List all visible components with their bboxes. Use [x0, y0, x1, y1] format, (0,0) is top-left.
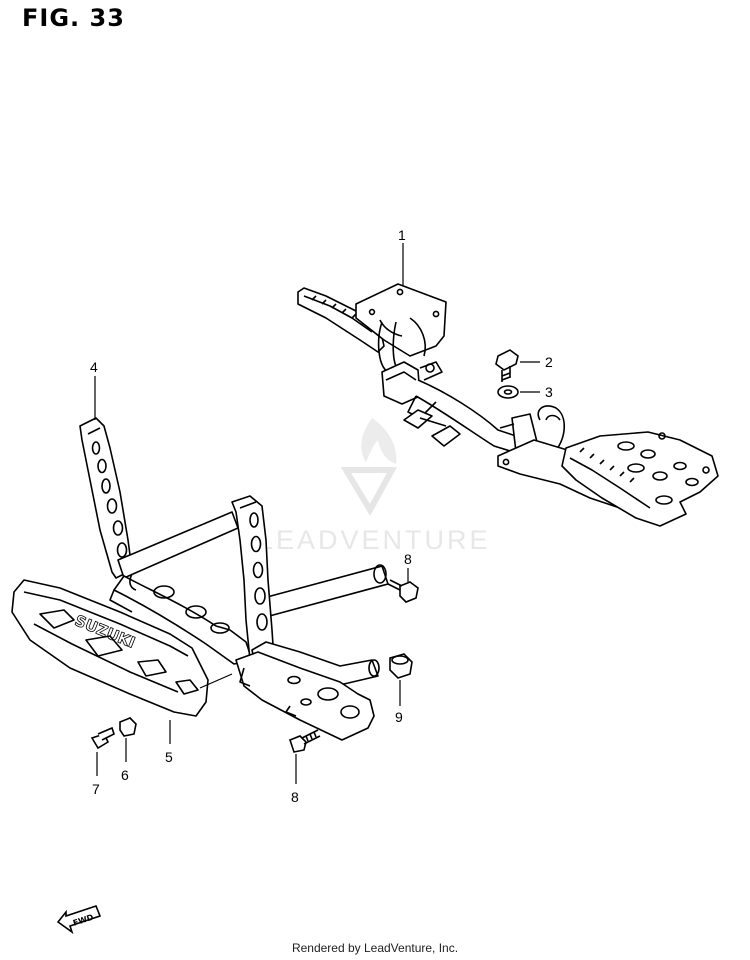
callout-8-lower: 8 [291, 789, 299, 805]
callout-9: 9 [395, 709, 403, 725]
watermark-text: LEADVENTURE [258, 525, 491, 555]
callout-3: 3 [545, 384, 553, 400]
washer-part-3 [497, 385, 519, 399]
leader-lines [94, 243, 540, 784]
nut-part-9 [389, 653, 413, 679]
callout-7: 7 [92, 781, 100, 797]
callout-5: 5 [165, 749, 173, 765]
callout-8-upper: 8 [404, 551, 412, 567]
screw-part-7 [90, 726, 115, 750]
guard-part-5: SUZUKI [11, 579, 209, 717]
bolt-part-2 [495, 349, 519, 382]
nut-part-6 [119, 717, 137, 737]
bolt-part-8-upper [387, 579, 419, 603]
callout-4: 4 [90, 359, 98, 375]
footrest-frame [79, 417, 389, 741]
bolt-part-8-lower [289, 729, 321, 753]
callout-6: 6 [121, 767, 129, 783]
callout-1: 1 [398, 227, 406, 243]
figure-title: FIG. 33 [22, 4, 125, 32]
callout-2: 2 [545, 354, 553, 370]
forward-arrow-icon: FWD [56, 905, 102, 935]
watermark-logo [340, 418, 398, 517]
footrest-bracket-assembly [297, 283, 719, 527]
footer-credit: Rendered by LeadVenture, Inc. [291, 941, 459, 955]
